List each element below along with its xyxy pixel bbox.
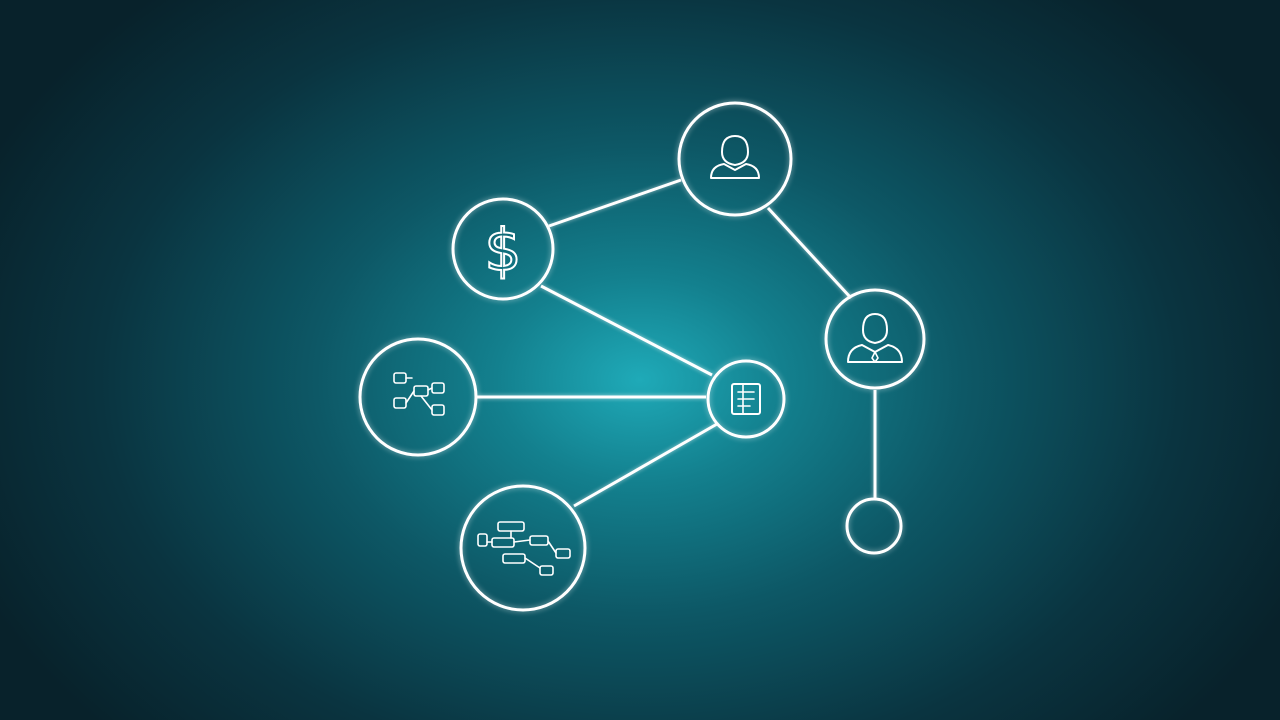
dollar-icon: $ [485,216,522,284]
node-process-map [459,484,587,612]
flowchart-icon [393,372,445,416]
edge-process-map-document [573,422,718,508]
process-map-icon [477,521,571,576]
edge-dollar-person-top [548,178,682,228]
person-icon [710,135,760,179]
node-document [706,359,786,439]
node-person-top [677,101,793,217]
node-dollar: $ [451,197,555,301]
node-person-right [824,288,926,390]
document-icon [731,383,761,415]
person-tie-icon [847,313,903,363]
edge-dollar-document [540,284,713,377]
node-flowchart [358,337,478,457]
edge-person-top-person-right [766,206,853,300]
node-empty [845,497,903,555]
